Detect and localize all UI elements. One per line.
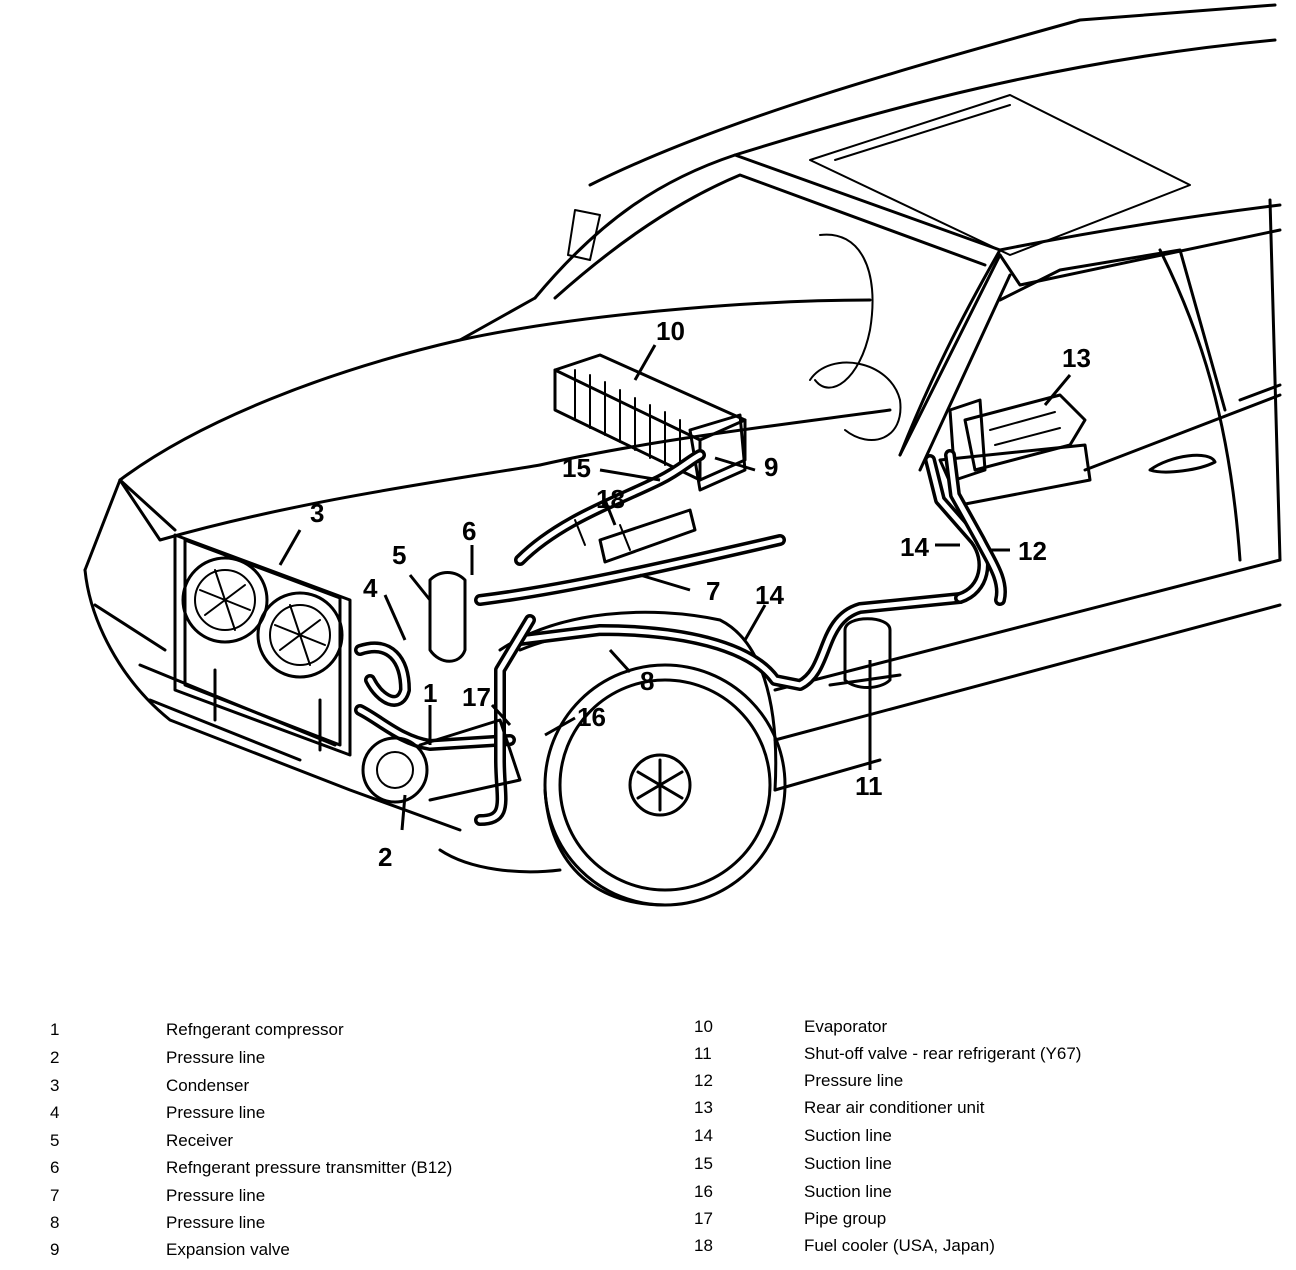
legend-number: 13 (694, 1098, 713, 1117)
legend-label: Receiver (166, 1131, 234, 1150)
legend-label: Suction line (804, 1126, 892, 1145)
callout-16: 16 (577, 702, 606, 732)
legend-label: Suction line (804, 1154, 892, 1173)
callout-1: 1 (423, 678, 437, 708)
callout-6: 6 (462, 516, 476, 546)
legend-label: Pipe group (804, 1209, 887, 1228)
legend-number: 6 (50, 1158, 60, 1177)
legend-label: Expansion valve (166, 1240, 290, 1259)
legend-label: Evaporator (804, 1017, 888, 1036)
legend-label: Suction line (804, 1182, 892, 1201)
legend-number: 17 (694, 1209, 713, 1228)
legend-number: 18 (694, 1236, 713, 1255)
legend-number: 8 (50, 1213, 60, 1232)
legend-number: 11 (694, 1044, 712, 1063)
legend-number: 3 (50, 1076, 60, 1095)
callout-14-front: 14 (755, 580, 784, 610)
legend-number: 14 (694, 1126, 713, 1145)
callout-3: 3 (310, 498, 324, 528)
legend-number: 12 (694, 1071, 713, 1090)
car-ac-system-diagram: 1 2 3 4 5 6 7 8 9 10 11 12 13 14 14 15 1… (83, 3, 1282, 907)
legend-label: Pressure line (166, 1213, 266, 1232)
legend-label: Condenser (166, 1076, 250, 1095)
callout-7: 7 (706, 576, 720, 606)
refrigerant-lines (354, 449, 1007, 826)
legend-number: 4 (50, 1103, 60, 1122)
callout-14-rear: 14 (900, 532, 929, 562)
legend-number: 10 (694, 1017, 713, 1036)
callout-12: 12 (1018, 536, 1047, 566)
callout-10: 10 (656, 316, 685, 346)
callout-2: 2 (378, 842, 392, 872)
callout-labels: 1 2 3 4 5 6 7 8 9 10 11 12 13 14 14 15 1… (310, 316, 1091, 872)
legend-label: Pressure line (166, 1103, 266, 1122)
evaporator (553, 353, 747, 492)
rear-ac-unit (948, 393, 1087, 482)
legend-label: Pressure line (166, 1186, 266, 1205)
callout-11: 11 (855, 771, 883, 801)
callout-5: 5 (392, 540, 406, 570)
callout-13: 13 (1062, 343, 1091, 373)
callout-17: 17 (462, 682, 491, 712)
legend-label: Pressure line (166, 1048, 266, 1067)
legend-label: Pressure line (804, 1071, 904, 1090)
legend-number: 7 (50, 1186, 60, 1205)
legend-label: Refngerant pressure transmitter (B12) (166, 1158, 453, 1177)
legend-label: Fuel cooler (USA, Japan) (804, 1236, 995, 1255)
condenser (173, 533, 352, 757)
legend-label: Rear air conditioner unit (804, 1098, 985, 1117)
legend-number: 9 (50, 1240, 60, 1259)
leader-lines (278, 344, 1072, 831)
car-body (83, 3, 1282, 907)
legend-label: Shut-off valve - rear refrigerant (Y67) (804, 1044, 1082, 1063)
legend-number: 5 (50, 1131, 60, 1150)
callout-4: 4 (363, 573, 378, 603)
callout-8: 8 (640, 666, 654, 696)
callout-9: 9 (764, 452, 778, 482)
legend-number: 16 (694, 1182, 713, 1201)
legend-label: Refngerant compressor (166, 1020, 344, 1039)
legend-number: 15 (694, 1154, 713, 1173)
legend-number: 2 (50, 1048, 60, 1067)
callout-15: 15 (562, 453, 591, 483)
legend-number: 1 (50, 1020, 60, 1039)
callout-18: 18 (596, 484, 625, 514)
